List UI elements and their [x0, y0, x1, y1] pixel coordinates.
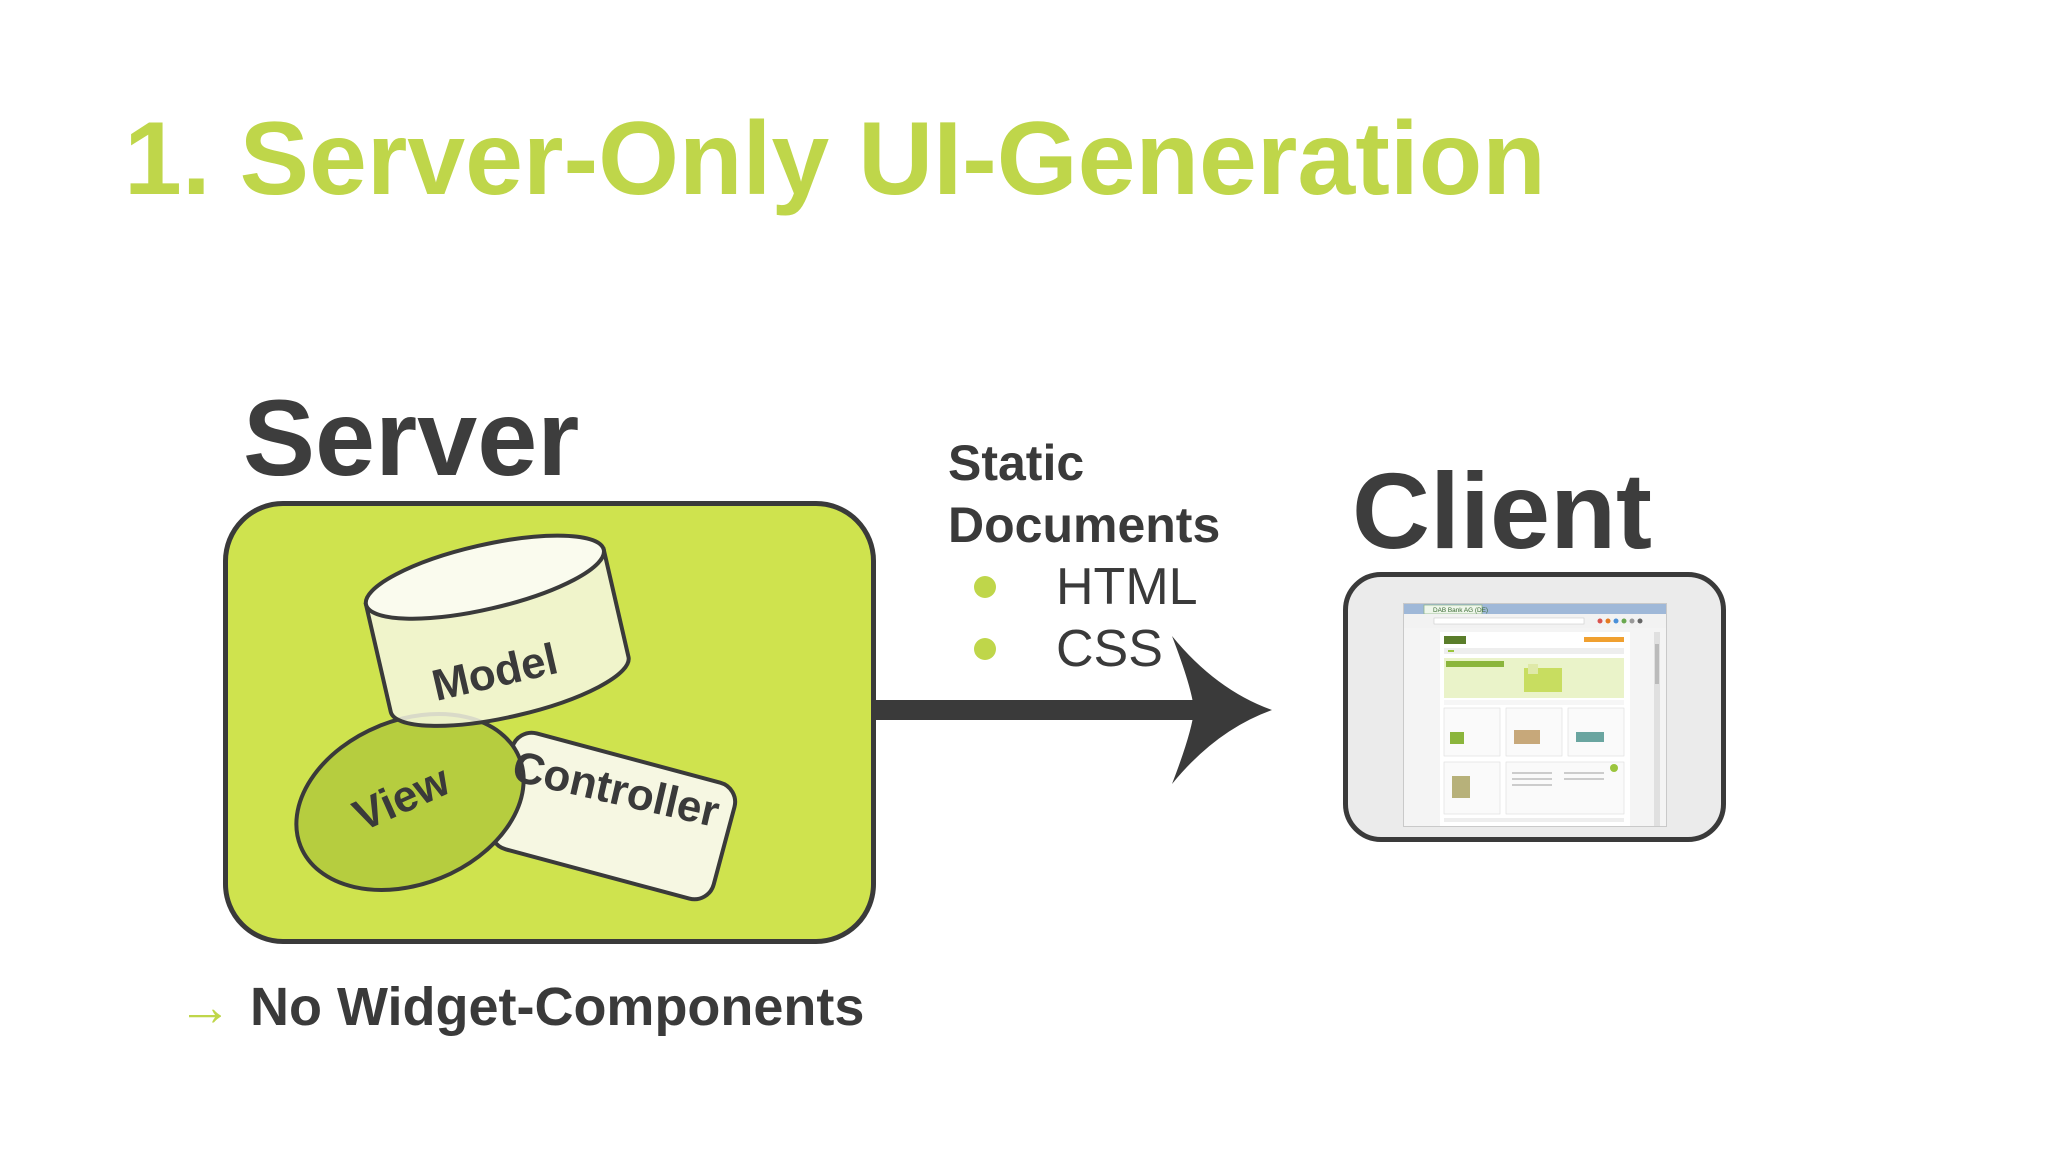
doc-item-css: CSS — [948, 618, 1220, 680]
footer-note: → No Widget-Components — [178, 976, 864, 1038]
client-heading: Client — [1352, 457, 1652, 565]
right-arrow-icon: → — [178, 976, 232, 1038]
bullet-icon — [974, 576, 996, 598]
bullet-icon — [974, 638, 996, 660]
static-documents-block: Static Documents HTML CSS — [948, 432, 1220, 680]
static-documents-title: Static Documents — [948, 432, 1220, 556]
doc-item-html: HTML — [948, 556, 1220, 618]
slide-title: 1. Server-Only UI-Generation — [124, 100, 1546, 220]
browser-screenshot-thumbnail: DAB Bank AG (DE) — [1403, 603, 1667, 827]
doc-item-label: CSS — [1056, 618, 1163, 680]
server-heading: Server — [243, 384, 579, 492]
mvc-diagram: Model View Controller — [223, 501, 876, 944]
doc-item-label: HTML — [1056, 556, 1198, 618]
model-cylinder — [359, 519, 636, 743]
browser-tab-label: DAB Bank AG (DE) — [1433, 607, 1488, 614]
footer-text: No Widget-Components — [250, 976, 864, 1038]
